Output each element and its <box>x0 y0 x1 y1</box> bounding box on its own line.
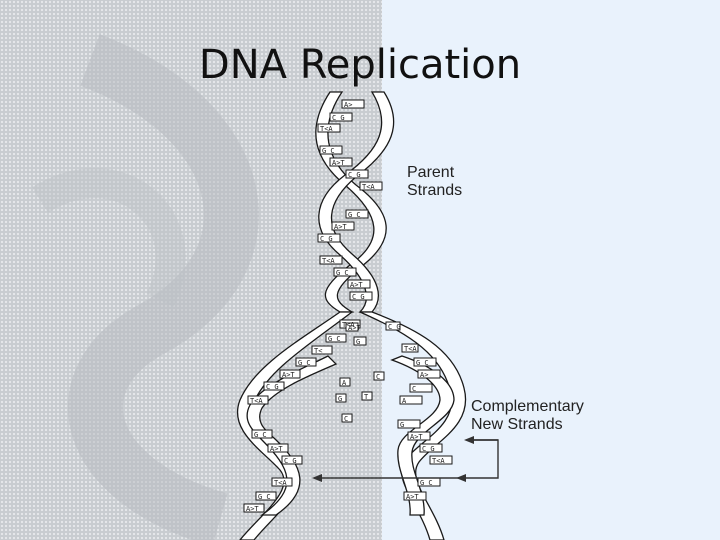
base-pair-letter: A>T <box>332 159 345 167</box>
parent-strands-line-2: Strands <box>407 182 462 200</box>
base-pair-letter: A>T <box>410 433 423 441</box>
base-pair-letter: T<A <box>404 345 417 353</box>
base-pair-letter: T<A <box>274 479 287 487</box>
base-pair-letter: A>T <box>246 505 259 513</box>
base-pair-letter: G C <box>336 269 349 277</box>
free-nucleotide-letter: G <box>338 395 342 403</box>
base-pair-letter: A>T <box>350 281 363 289</box>
arrowhead <box>456 474 466 482</box>
base-pair-letter: C G <box>332 114 345 122</box>
parent-strands-line-1: Parent <box>407 164 462 182</box>
base-pair-letter: G C <box>328 335 341 343</box>
free-nucleotide-letter: A>T <box>348 324 361 332</box>
free-nucleotide-letter: C <box>376 373 380 381</box>
arrowhead <box>312 474 322 482</box>
base-pair-letter: C G <box>422 445 435 453</box>
base-pair-letter: C <box>412 385 416 393</box>
base-pair-letter: C G <box>348 171 361 179</box>
complementary-bracket <box>462 440 498 478</box>
base-pair-letter: G C <box>416 359 429 367</box>
base-pair-letter: T< <box>314 347 322 355</box>
base-pair-letter: G C <box>298 359 311 367</box>
complementary-line-1: Complementary <box>471 398 584 416</box>
base-pair-letter: G C <box>322 147 335 155</box>
base-pair-letter: C G <box>320 235 333 243</box>
base-pair-letter: C G <box>388 323 401 331</box>
base-pair-letter: G C <box>348 211 361 219</box>
base-pair-letter: G C <box>254 431 267 439</box>
base-pair-letter: G C <box>258 493 271 501</box>
base-pair-letter: A>T <box>406 493 419 501</box>
base-pair-letter: A>T <box>282 371 295 379</box>
base-pair-letter: A>T <box>270 445 283 453</box>
base-pair-letter: T<A <box>432 457 445 465</box>
base-pair-letter: A> <box>344 101 352 109</box>
free-nucleotide-letter: G <box>356 338 360 346</box>
base-pair-letter: T<A <box>320 125 333 133</box>
base-pair-letter: C G <box>266 383 279 391</box>
base-pair-letter: T<A <box>250 397 263 405</box>
parent-strands-label: Parent Strands <box>407 164 462 200</box>
base-pair-letter: C G <box>352 293 365 301</box>
complementary-line-2: New Strands <box>471 416 584 434</box>
base-pair-letter: A>T <box>334 223 347 231</box>
base-pair-letter: C G <box>284 457 297 465</box>
base-pair-letter: A> <box>420 371 428 379</box>
arrowhead <box>464 436 474 444</box>
base-pair-letter: G <box>400 421 404 429</box>
base-pair-letter: T<A <box>362 183 375 191</box>
free-nucleotide-letter: C <box>344 415 348 423</box>
base-pair-letter: T<A <box>322 257 335 265</box>
complementary-new-strands-label: Complementary New Strands <box>471 398 584 434</box>
base-pair-letter: G C <box>420 479 433 487</box>
